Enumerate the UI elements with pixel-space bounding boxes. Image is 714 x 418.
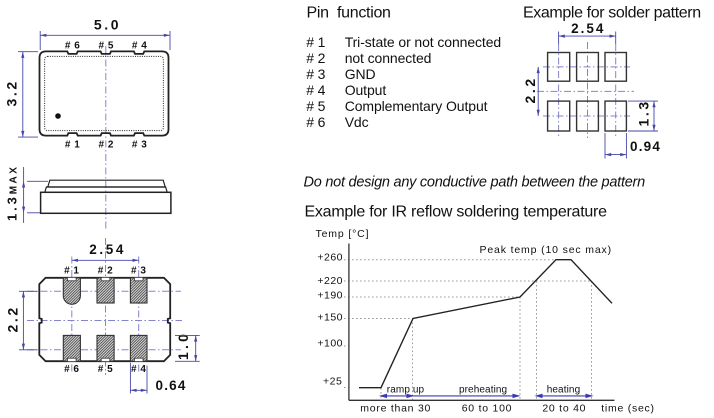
svg-text:# 4: # 4 [306, 82, 325, 98]
svg-text:# 6: # 6 [64, 364, 79, 375]
svg-text:+190: +190 [317, 290, 343, 302]
svg-text:0.64: 0.64 [156, 378, 187, 393]
svg-text:GND: GND [345, 66, 376, 82]
svg-text:# 3: # 3 [306, 66, 325, 82]
svg-text:0.94: 0.94 [630, 139, 661, 154]
svg-text:# 1: # 1 [64, 266, 79, 277]
svg-text:Do not design any conductive p: Do not design any conductive path betwee… [304, 174, 646, 190]
svg-text:+25: +25 [323, 375, 342, 387]
svg-text:2.2: 2.2 [522, 76, 538, 103]
svg-text:# 4: # 4 [131, 364, 146, 375]
svg-text:# 5: # 5 [98, 364, 113, 375]
svg-text:ramp up: ramp up [387, 384, 425, 395]
svg-text:Pin function: Pin function [307, 5, 391, 22]
svg-text:+220: +220 [317, 275, 343, 287]
svg-text:+260: +260 [317, 251, 343, 263]
svg-text:Vdc: Vdc [345, 114, 369, 130]
svg-text:Tri-state or not connected: Tri-state or not connected [345, 34, 501, 50]
svg-text:# 3: # 3 [132, 140, 147, 151]
svg-text:20 to 40: 20 to 40 [542, 402, 586, 414]
svg-text:1.0: 1.0 [175, 331, 191, 360]
svg-text:60 to 100: 60 to 100 [462, 402, 513, 414]
svg-text:Temp [°C]: Temp [°C] [316, 228, 370, 240]
svg-text:Example for solder pattern: Example for solder pattern [523, 5, 701, 22]
svg-text:# 2: # 2 [98, 140, 113, 151]
svg-text:+100: +100 [317, 338, 343, 350]
svg-text:2.54: 2.54 [89, 242, 126, 257]
svg-text:# 6: # 6 [306, 114, 325, 130]
svg-text:more than 30: more than 30 [360, 402, 431, 414]
svg-text:not connected: not connected [345, 50, 432, 66]
svg-text:2.2: 2.2 [5, 305, 21, 332]
svg-text:time (sec): time (sec) [601, 402, 655, 414]
svg-text:# 5: # 5 [306, 98, 325, 114]
svg-text:heating: heating [547, 384, 581, 395]
svg-text:Example for IR reflow solderin: Example for IR reflow soldering temperat… [305, 203, 608, 220]
svg-text:# 4: # 4 [132, 40, 147, 51]
svg-text:2.54: 2.54 [571, 21, 605, 36]
svg-text:1.3MAX: 1.3MAX [4, 165, 19, 222]
svg-text:3.2: 3.2 [4, 79, 20, 106]
svg-text:# 2: # 2 [98, 266, 113, 277]
svg-text:+150: +150 [317, 312, 343, 324]
svg-text:# 2: # 2 [306, 50, 325, 66]
svg-text:# 5: # 5 [98, 40, 113, 51]
svg-text:Complementary Output: Complementary Output [345, 98, 488, 114]
svg-text:5.0: 5.0 [94, 17, 121, 33]
svg-text:Output: Output [345, 82, 387, 98]
svg-text:preheating: preheating [459, 384, 507, 395]
svg-text:# 1: # 1 [65, 140, 80, 151]
svg-text:# 6: # 6 [65, 40, 80, 51]
svg-text:Peak temp (10 sec max): Peak temp (10 sec max) [480, 244, 613, 256]
svg-text:1.3: 1.3 [635, 99, 651, 126]
svg-text:# 1: # 1 [306, 34, 325, 50]
svg-text:# 3: # 3 [131, 266, 146, 277]
